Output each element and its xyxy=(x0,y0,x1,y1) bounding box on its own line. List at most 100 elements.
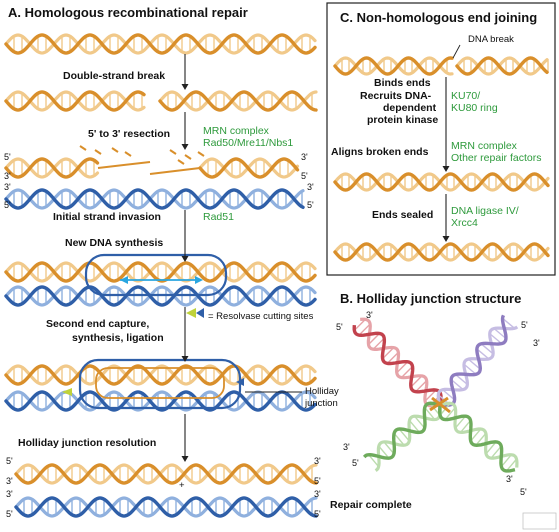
nhej-aligns: Aligns broken ends xyxy=(331,146,429,158)
invading-dna xyxy=(4,261,317,283)
backbone-front xyxy=(4,285,317,307)
intact-dna xyxy=(4,33,317,55)
backbone-front xyxy=(333,242,550,262)
panel-c-frame xyxy=(326,2,556,276)
backbone-front xyxy=(14,496,318,518)
backbone-front xyxy=(333,172,550,192)
base-pair xyxy=(368,454,380,468)
backbone-back xyxy=(4,390,317,412)
base-pair xyxy=(493,327,507,340)
resected-dna-right xyxy=(198,157,300,179)
arrow-resolution-head xyxy=(181,456,189,462)
mrn-fragment xyxy=(169,149,177,155)
base-pair xyxy=(505,458,518,472)
backbone-front xyxy=(4,188,305,210)
step-new-synthesis: New DNA synthesis xyxy=(65,237,163,249)
synthesis-arrow-head xyxy=(195,276,203,284)
step-repair-complete: Repair complete xyxy=(330,499,412,511)
base-pair xyxy=(444,407,456,420)
base-pair xyxy=(459,420,472,433)
dna-break-label: DNA break xyxy=(468,34,514,45)
factor-rad51: Rad51 xyxy=(203,211,234,223)
backbone-front xyxy=(198,157,300,179)
homologous-template xyxy=(4,188,305,210)
overhang-strand xyxy=(149,167,201,175)
mrn-fragment xyxy=(79,145,87,151)
base-pair xyxy=(382,347,395,360)
junction-end-label: 5' xyxy=(336,322,343,332)
base-pair xyxy=(372,337,385,350)
backbone-back xyxy=(158,90,318,112)
base-pair xyxy=(470,428,482,442)
backbone-back xyxy=(436,325,519,406)
nhej-sealed xyxy=(333,242,550,262)
arrow-nhej-1-head xyxy=(442,166,450,172)
base-pair xyxy=(454,415,466,429)
broken-dna-right xyxy=(158,90,318,112)
base-pair xyxy=(450,379,464,391)
backbone-back xyxy=(333,56,454,76)
arrow-break-head xyxy=(181,84,189,90)
backbone-front xyxy=(455,56,549,76)
nhej-recruits-3: protein kinase xyxy=(367,114,438,126)
base-pair xyxy=(410,375,423,388)
plus-sign: + xyxy=(179,480,185,491)
junction-arm-upper-right xyxy=(436,314,519,408)
base-pair xyxy=(400,365,414,379)
base-pair xyxy=(424,389,437,402)
overhang-strand xyxy=(97,161,151,169)
factor-mrn-complex: MRN complex xyxy=(203,125,270,137)
arrow-capture-head xyxy=(181,356,189,362)
nhej-ku-1: KU70/ xyxy=(451,90,480,102)
base-pair xyxy=(485,441,497,455)
base-pair xyxy=(396,361,409,374)
base-pair xyxy=(383,441,395,455)
junction-end-label: 3' xyxy=(533,338,540,348)
base-pair xyxy=(367,332,381,346)
repaired-dna-blue xyxy=(14,496,318,518)
mrn-fragment xyxy=(197,151,205,157)
base-pair xyxy=(415,380,428,393)
watermark-box xyxy=(522,512,557,530)
backbone-back xyxy=(4,261,317,283)
step-double-strand-break: Double-strand break xyxy=(63,70,165,82)
junction-end-label: 5' xyxy=(521,320,528,330)
end-label: 5' xyxy=(4,200,11,210)
backbone-front xyxy=(4,364,317,386)
backbone-front xyxy=(439,314,508,408)
end-label: 3' xyxy=(301,152,308,162)
base-pair xyxy=(455,373,468,386)
backbone-back xyxy=(4,188,305,210)
backbone-back xyxy=(333,172,550,192)
holliday-junction-label-2: junction xyxy=(304,398,338,409)
backbone-front xyxy=(352,325,443,406)
backbone-back xyxy=(4,364,317,386)
backbone-back xyxy=(4,90,146,112)
backbone-back xyxy=(374,404,442,472)
backbone-front xyxy=(4,390,317,412)
base-pair xyxy=(500,454,512,468)
nhej-broken-right xyxy=(455,56,549,76)
end-label: 5' xyxy=(6,509,13,519)
backbone-front xyxy=(362,401,441,460)
backbone-front xyxy=(4,33,317,55)
end-label: 5' xyxy=(301,171,308,181)
end-label: 3' xyxy=(307,182,314,192)
panel-a-title: A. Homologous recombinational repair xyxy=(8,5,248,20)
broken-dna-left xyxy=(4,90,146,112)
backbone-front xyxy=(4,261,317,283)
junction-end-label: 5' xyxy=(352,458,359,468)
nhej-recruits-1: Recruits DNA- xyxy=(360,90,432,102)
junction-end-label: 3' xyxy=(343,442,350,452)
mrn-fragment xyxy=(124,151,132,157)
base-pair xyxy=(378,445,390,459)
captured-dna xyxy=(4,364,317,386)
backbone-back xyxy=(14,463,318,485)
nhej-broken-left xyxy=(333,56,454,76)
backbone-front xyxy=(14,463,318,485)
repaired-dna-orange xyxy=(14,463,318,485)
mrn-fragment xyxy=(184,154,192,160)
base-pair xyxy=(393,432,405,446)
end-label: 5' xyxy=(6,456,13,466)
base-pair xyxy=(463,363,477,375)
